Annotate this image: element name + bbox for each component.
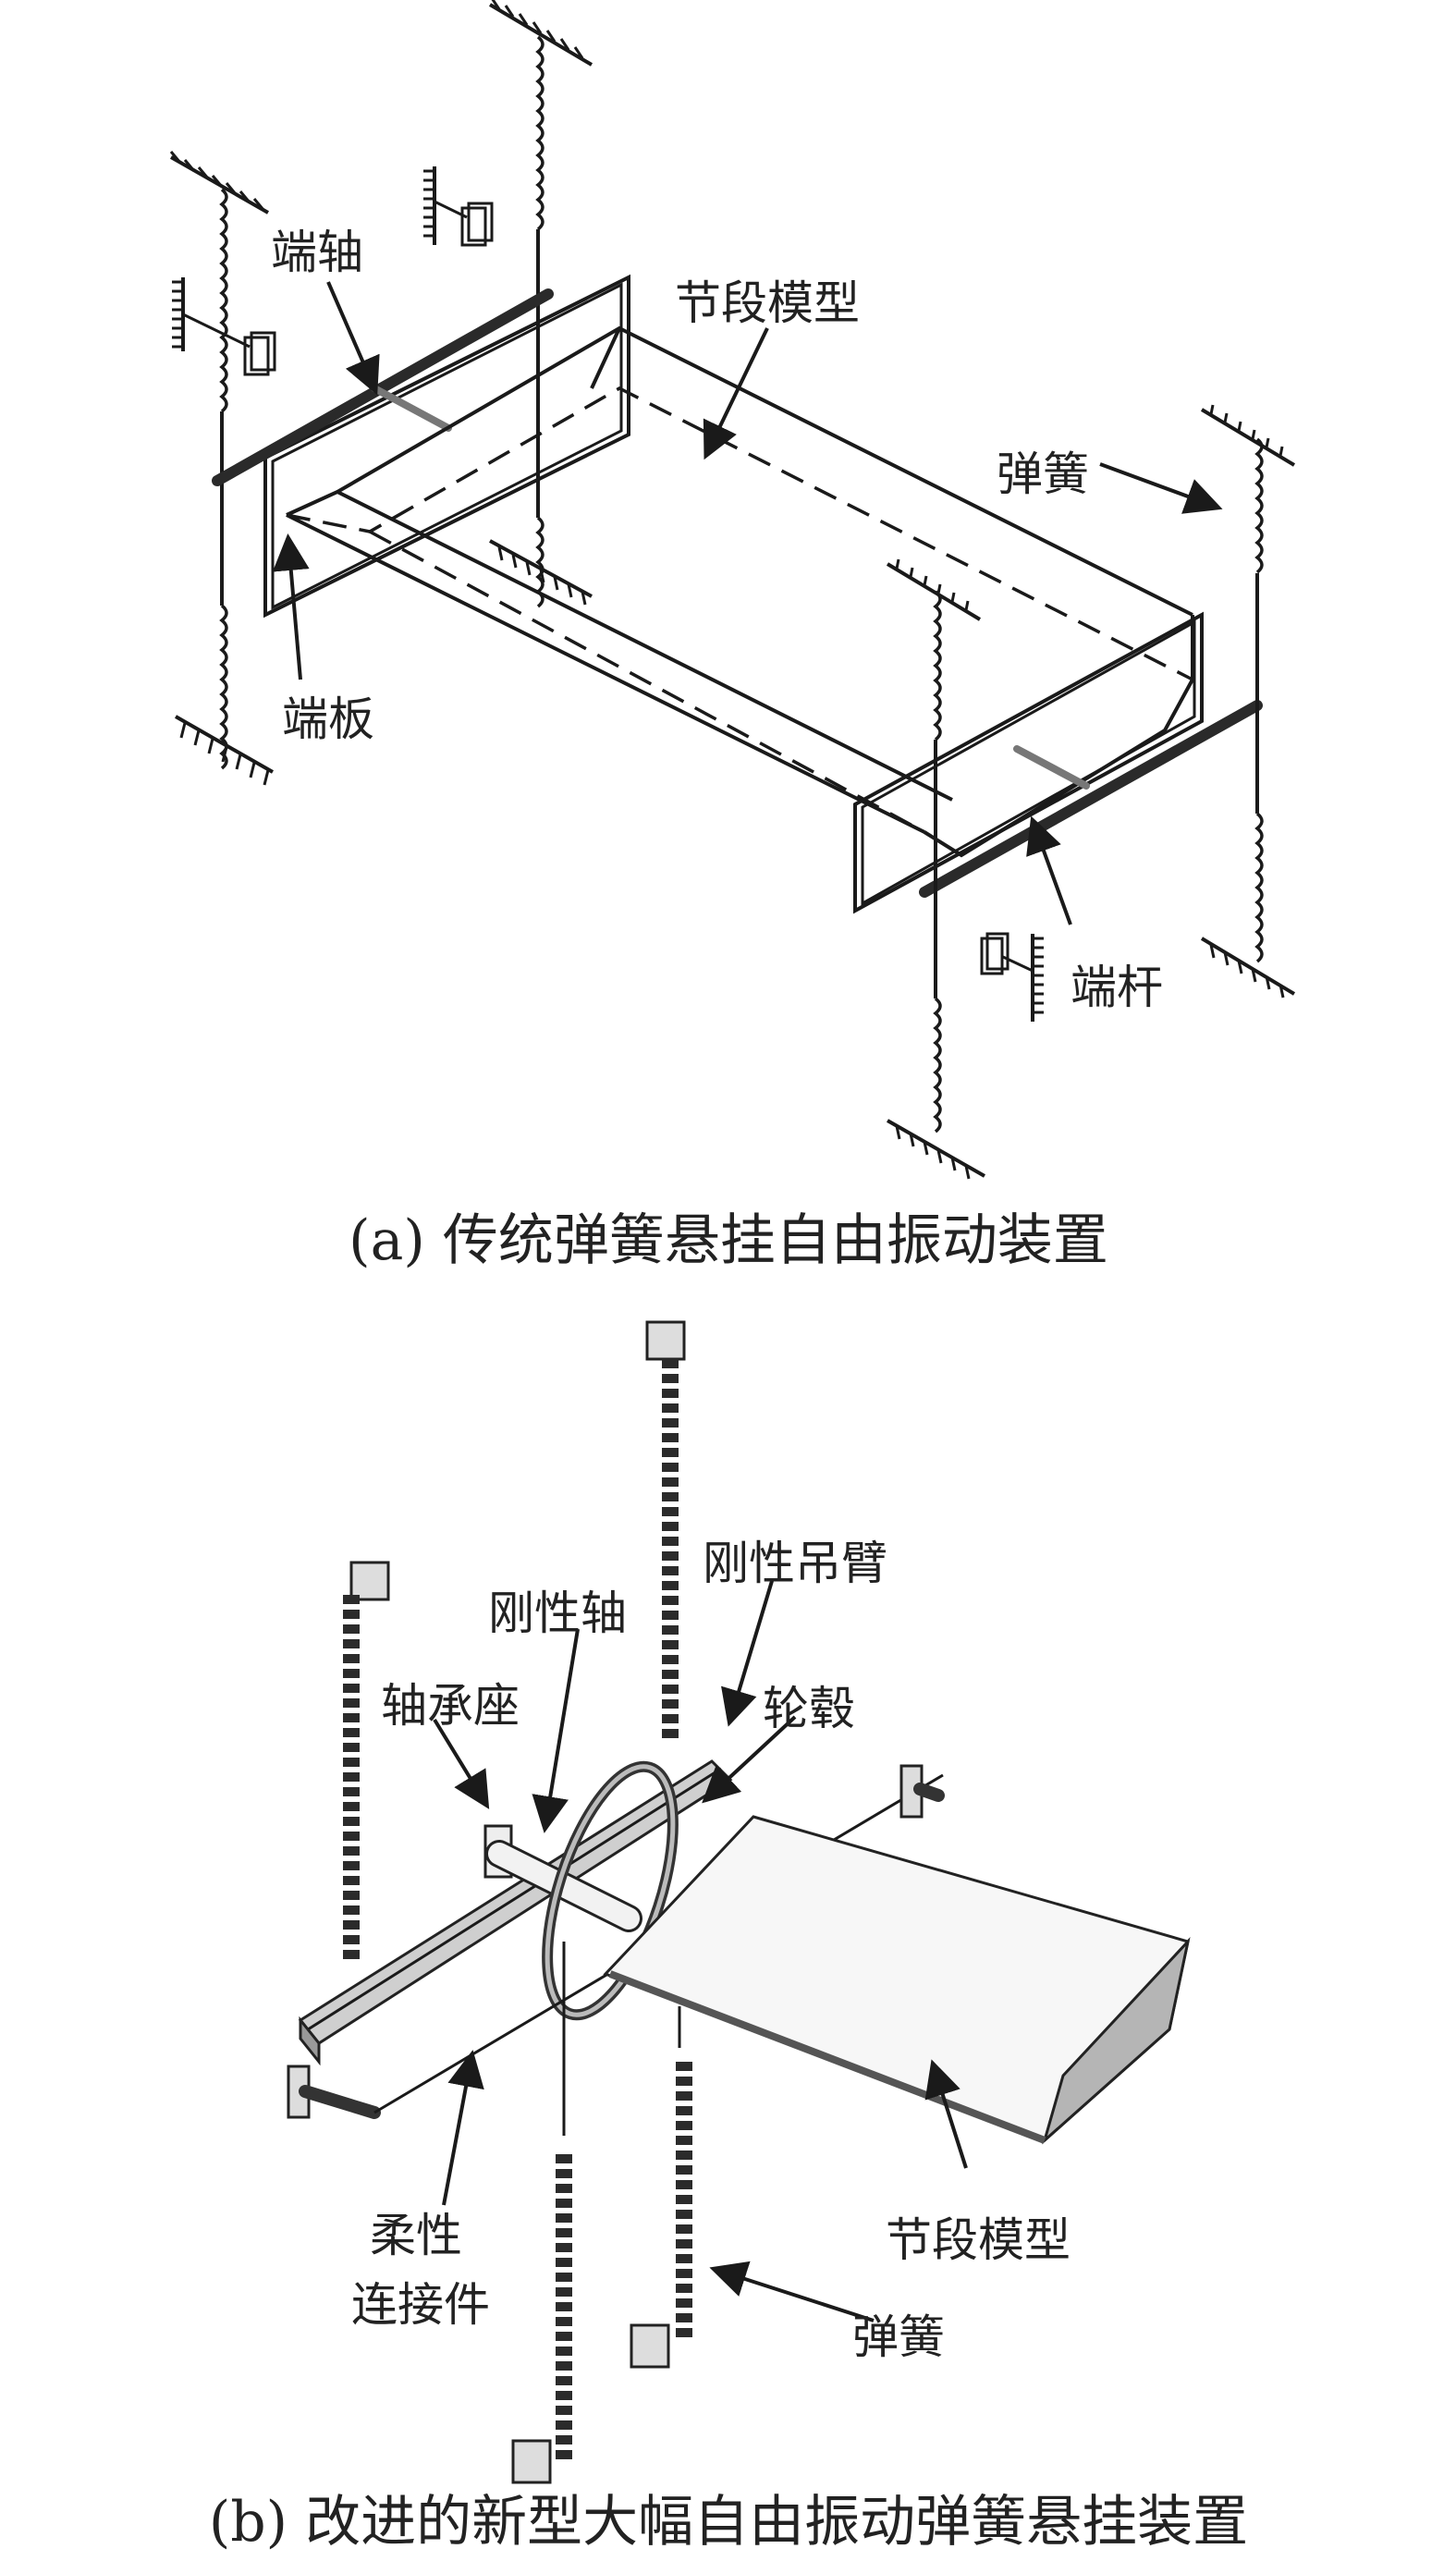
label-section-model-a: 节段模型 <box>675 276 860 330</box>
damper-icon <box>980 932 1044 1022</box>
ground-hatch-icon <box>886 558 982 621</box>
end-shaft-right <box>1013 745 1090 790</box>
label-rigid-arm: 刚性吊臂 <box>703 1537 887 1590</box>
label-spring-b: 弹簧 <box>852 2310 945 2364</box>
damper-icon <box>423 166 494 247</box>
arrow-hub <box>702 1715 797 1804</box>
label-end-plate: 端板 <box>282 692 374 746</box>
ground-hatch-icon <box>169 151 269 214</box>
ground-hatch-icon <box>488 0 593 67</box>
label-hub: 轮毂 <box>763 1682 855 1735</box>
spring-clamp-icon <box>645 1320 686 1361</box>
spring-icon <box>1254 812 1264 963</box>
ground-hatch-icon <box>887 1119 985 1180</box>
end-shaft-left <box>371 385 452 432</box>
label-rigid-shaft: 刚性轴 <box>488 1587 627 1640</box>
arrow-spring-b <box>709 2261 875 2322</box>
figure-b-drawing: 刚性吊臂 刚性轴 轴承座 轮毂 柔性 连接件 节段模型 弹簧 <box>287 1320 1191 2484</box>
ground-hatch-icon <box>1200 404 1296 467</box>
ground-hatch-icon <box>175 715 274 786</box>
label-spring-a: 弹簧 <box>997 447 1089 501</box>
arrow-spring <box>1099 462 1223 514</box>
end-rod-right <box>919 700 1263 898</box>
figure-a-drawing: 端轴 节段模型 弹簧 端板 端杆 <box>169 0 1296 1180</box>
spring-icon <box>219 604 228 770</box>
label-bearing-seat: 轴承座 <box>381 1679 520 1733</box>
spring-icon <box>933 997 942 1133</box>
spring-icon <box>219 188 228 413</box>
damper-icon <box>172 277 276 376</box>
label-end-rod: 端杆 <box>1071 961 1163 1014</box>
arrow-end-shaft <box>326 281 380 396</box>
arrow-section-model-b <box>924 2059 968 2169</box>
label-flexible-1: 柔性 <box>370 2209 462 2262</box>
spring-icon <box>1254 437 1264 574</box>
section-model-b <box>603 1815 1191 2145</box>
caption-a: (a) 传统弹簧悬挂自由振动装置 <box>349 1208 1108 1273</box>
spring-clamp-icon <box>511 2439 552 2484</box>
arrow-bearing-seat <box>433 1718 490 1809</box>
ground-hatch-icon <box>489 539 593 606</box>
end-plate-left <box>263 274 630 619</box>
label-flexible-2: 连接件 <box>351 2278 490 2332</box>
ground-hatch-icon <box>1200 937 1296 999</box>
label-section-model-b: 节段模型 <box>886 2213 1071 2267</box>
spring-icon <box>933 590 942 741</box>
arrow-rigid-arm <box>721 1580 774 1727</box>
caption-b: (b) 改进的新型大幅自由振动弹簧悬挂装置 <box>209 2490 1248 2555</box>
arrow-section-model <box>703 327 769 460</box>
arrow-rigid-shaft <box>532 1628 580 1833</box>
spring-clamp-icon <box>630 2323 670 2369</box>
spring-icon <box>535 35 544 231</box>
end-plate-right <box>853 611 1204 914</box>
arrow-end-rod <box>1026 815 1072 925</box>
arrow-end-plate <box>272 533 310 680</box>
section-model-a <box>286 325 1194 858</box>
spring-clamp-icon <box>349 1561 390 1601</box>
arrow-flexible-connector <box>442 2050 484 2206</box>
end-rod-left <box>212 288 554 486</box>
label-end-shaft: 端轴 <box>271 226 363 279</box>
